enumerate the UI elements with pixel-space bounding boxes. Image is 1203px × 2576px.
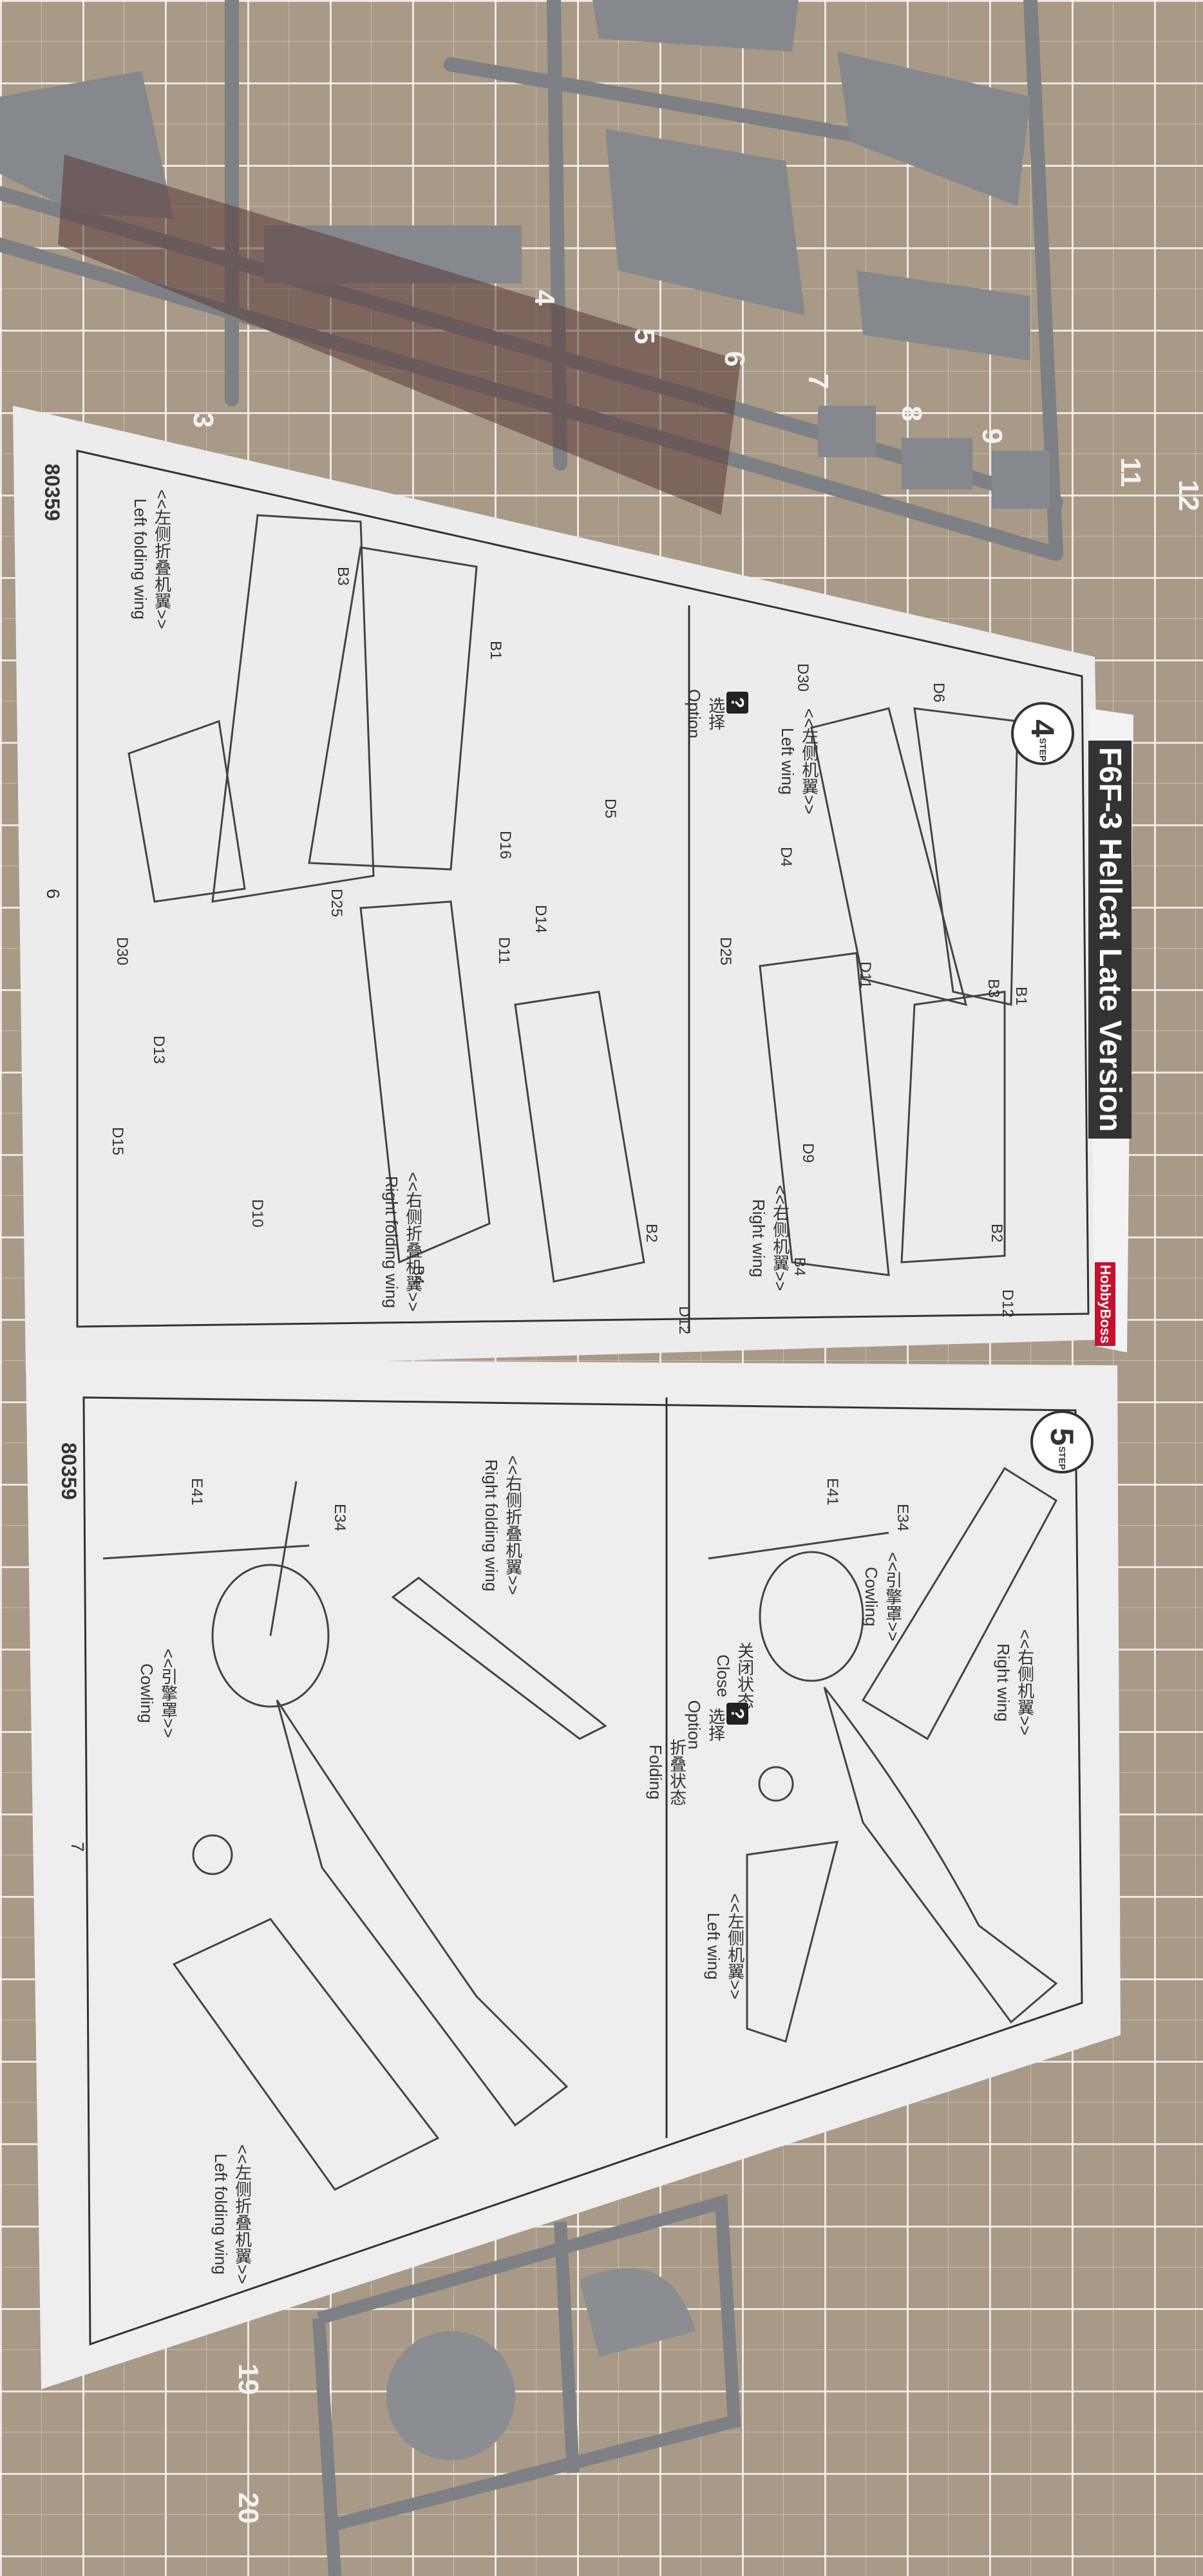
part-label: B3	[985, 979, 1002, 998]
label-cowling: <<引擎罩>>Cowling	[861, 1552, 903, 1642]
page-code: 80359	[41, 464, 64, 521]
part-label: D12	[676, 1306, 693, 1335]
label-left-folding-wing: <<左侧折叠机翼>>Left folding wing	[211, 2145, 252, 2284]
mat-number: 20	[232, 2492, 264, 2524]
part-label: B2	[988, 1224, 1005, 1243]
bottom-sprue-parts	[386, 2268, 696, 2460]
part-label: D14	[532, 905, 549, 934]
label-cowling: <<引擎罩>>Cowling	[137, 1649, 178, 1738]
part-label: D25	[328, 889, 345, 918]
mat-number: 5	[629, 328, 660, 345]
part-label: D13	[150, 1036, 167, 1065]
part-label: D4	[777, 847, 795, 867]
mat-number: 11	[1115, 457, 1146, 488]
label-right-wing: <<右侧机翼>>Right wing	[993, 1629, 1035, 1736]
mat-number: 9	[976, 428, 1008, 444]
part-label: B1	[487, 641, 504, 660]
manual-title: F6F-3 Hellcat Late Version	[1088, 741, 1132, 1139]
part-label: D12	[999, 1289, 1016, 1318]
part-label: D25	[717, 937, 734, 966]
part-label: E34	[331, 1504, 348, 1531]
instruction-page-6	[13, 406, 1108, 1372]
mat-number: 6	[719, 351, 750, 367]
part-label: D30	[794, 663, 811, 692]
top-sprue-parts	[0, 0, 1050, 509]
part-label: D6	[930, 683, 947, 703]
question-icon: ?	[726, 692, 748, 714]
part-label: D10	[249, 1199, 266, 1228]
label-right-folding-wing: <<右侧折叠机翼>>Right folding wing	[381, 1172, 423, 1312]
part-label: E41	[188, 1478, 205, 1506]
part-label: D11	[495, 937, 513, 965]
page-number: 7	[68, 1842, 88, 1852]
part-label: D5	[602, 799, 619, 819]
part-label: D11	[857, 961, 874, 989]
part-label: B3	[334, 567, 352, 586]
part-label: B4	[791, 1257, 808, 1276]
mat-number: 19	[232, 2363, 264, 2395]
instruction-page-7	[26, 1359, 1121, 2389]
part-label: B4	[410, 1265, 427, 1285]
label-left-wing: <<左侧机翼>>Left wing	[703, 1893, 745, 2000]
part-label: B1	[1012, 987, 1030, 1006]
mat-number: 12	[1173, 480, 1203, 511]
label-right-folding-wing: <<右侧折叠机翼>>Right folding wing	[481, 1455, 523, 1595]
bottom-sprue	[312, 2193, 741, 2576]
part-label: E41	[824, 1478, 841, 1506]
label-left-wing: <<左侧机翼>>Left wing	[777, 708, 819, 815]
brand-logo: HobbyBoss	[1095, 1262, 1115, 1347]
mat-number: 4	[529, 290, 560, 306]
aircraft-line-art	[102, 1466, 1058, 2191]
part-label: D9	[799, 1143, 817, 1163]
question-icon: ?	[726, 1703, 748, 1725]
page-number: 6	[43, 889, 63, 899]
mat-number: 3	[187, 412, 219, 428]
part-label: D16	[497, 831, 514, 860]
wing-line-art	[128, 514, 1019, 1283]
part-label: E34	[894, 1504, 911, 1531]
label-right-wing: <<右侧机翼>>Right wing	[748, 1185, 790, 1291]
mat-number: 8	[896, 406, 927, 422]
red-mat-piece	[58, 155, 741, 515]
part-label: D30	[113, 937, 131, 966]
page-code: 80359	[57, 1443, 81, 1500]
part-label: D15	[109, 1127, 126, 1156]
part-label: B2	[643, 1224, 660, 1243]
mat-number: 7	[802, 374, 834, 390]
label-left-folding-wing: <<左侧折叠机翼>>Left folding wing	[130, 489, 172, 629]
